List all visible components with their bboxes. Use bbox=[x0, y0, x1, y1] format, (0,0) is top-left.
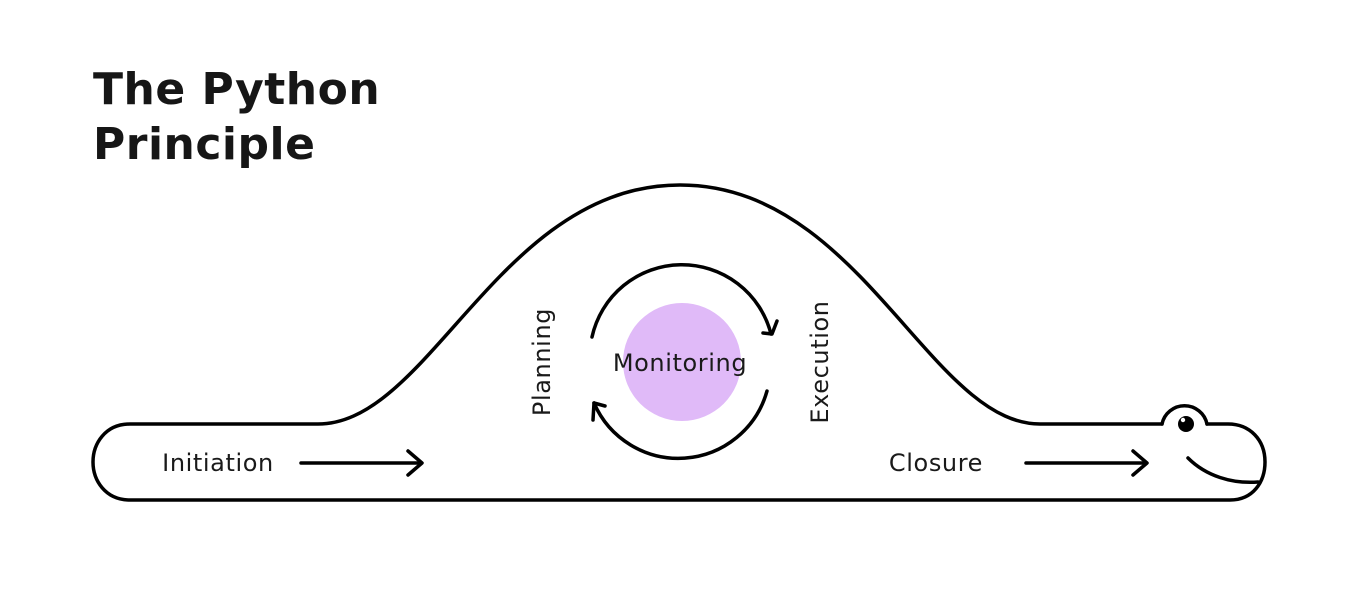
label-monitoring: Monitoring bbox=[613, 349, 747, 377]
label-initiation: Initiation bbox=[162, 449, 274, 477]
python-snake-head-icon bbox=[1160, 404, 1260, 485]
closure-arrow-icon bbox=[1024, 449, 1149, 477]
label-closure: Closure bbox=[889, 449, 983, 477]
snake-body-outline bbox=[91, 183, 1267, 502]
monitoring-circle bbox=[623, 303, 741, 421]
snake-mouth bbox=[1186, 456, 1260, 485]
title-line-1: The Python bbox=[93, 64, 381, 115]
snake-eye-icon bbox=[1178, 416, 1194, 432]
cycle-arrows-icon bbox=[590, 263, 779, 461]
label-planning: Planning bbox=[528, 308, 556, 416]
snake-eye-bump bbox=[1160, 404, 1209, 426]
initiation-arrow-icon bbox=[299, 449, 424, 477]
snake-eye-highlight bbox=[1180, 417, 1186, 423]
page-title: The Python Principle bbox=[93, 62, 380, 172]
cycle-arrowhead-top bbox=[761, 319, 779, 336]
cycle-arrow-top bbox=[590, 263, 773, 339]
label-execution: Execution bbox=[806, 300, 834, 423]
cycle-arrowhead-bottom bbox=[591, 401, 607, 422]
title-line-2: Principle bbox=[93, 119, 316, 170]
cycle-arrow-bottom bbox=[592, 389, 769, 461]
